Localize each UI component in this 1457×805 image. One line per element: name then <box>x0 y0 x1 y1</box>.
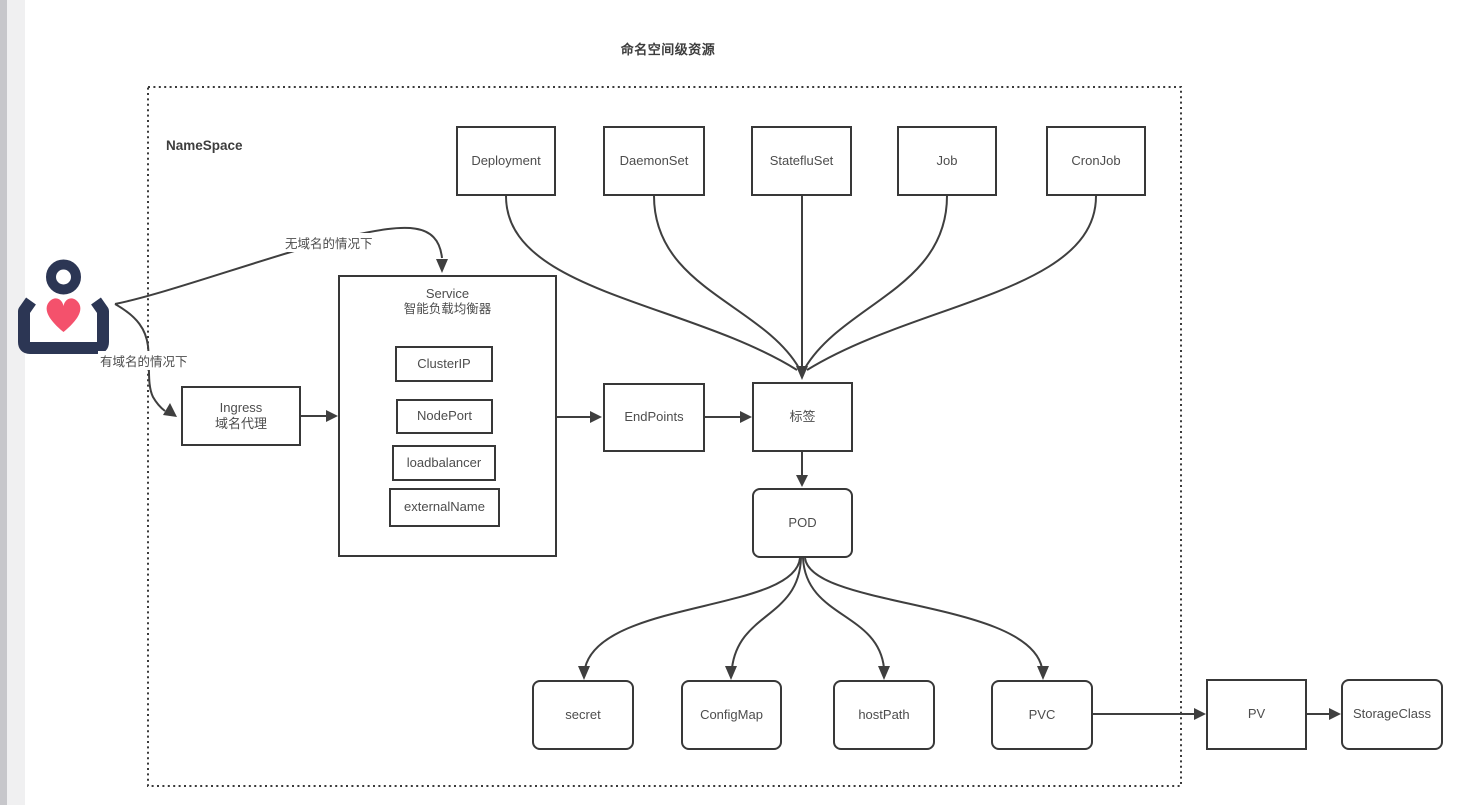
left-scrollbar[interactable] <box>0 0 7 805</box>
annotation-no-domain: 无域名的情况下 <box>283 233 375 252</box>
node-label-selector[interactable]: 标签 <box>752 382 853 452</box>
arrowhead-pv-storageclass <box>1329 708 1341 720</box>
connector-pod-pvc <box>804 557 1043 669</box>
node-ingress-subtitle: 域名代理 <box>214 416 267 431</box>
arrowhead-service-endpoints <box>590 411 602 423</box>
node-secret[interactable]: secret <box>532 680 634 750</box>
arrowhead-secret <box>578 666 590 680</box>
arrowhead-endpoints-selector <box>740 411 752 423</box>
left-panel-edge <box>7 0 25 805</box>
namespace-boundary[interactable] <box>147 86 1182 787</box>
connector-pod-secret <box>584 557 801 669</box>
node-pod[interactable]: POD <box>752 488 853 558</box>
node-externalname-label: externalName <box>404 499 485 515</box>
node-pv[interactable]: PV <box>1206 679 1307 750</box>
service-header: Service 智能负载均衡器 <box>338 286 557 317</box>
node-endpoints[interactable]: EndPoints <box>603 383 705 452</box>
connector-deployment-selector <box>505 195 798 371</box>
node-job[interactable]: Job <box>897 126 997 196</box>
node-job-label: Job <box>936 152 958 168</box>
node-deployment-label: Deployment <box>471 152 541 168</box>
namespace-label: NameSpace <box>166 138 243 153</box>
connectors <box>114 195 1330 715</box>
node-label-selector-label: 标签 <box>789 408 816 424</box>
node-storageclass-label: StorageClass <box>1352 706 1432 722</box>
user-icon <box>18 259 109 354</box>
node-secret-label: secret <box>565 706 601 722</box>
annotation-with-domain: 有域名的情况下 <box>98 351 190 370</box>
arrowhead-pvc <box>1037 666 1049 680</box>
node-cronjob[interactable]: CronJob <box>1046 126 1146 196</box>
connector-user-ingress <box>114 303 166 412</box>
diagram-title: 命名空间级资源 <box>620 42 716 57</box>
user-icon-body <box>18 297 109 354</box>
arrowhead-pvc-pv <box>1194 708 1206 720</box>
arrowheads <box>163 259 1341 720</box>
arrowhead-ingress-service <box>326 410 338 422</box>
node-daemonset[interactable]: DaemonSet <box>603 126 705 196</box>
arrowhead-selector-pod <box>796 475 808 487</box>
node-clusterip[interactable]: ClusterIP <box>395 346 493 382</box>
node-endpoints-label: EndPoints <box>624 409 684 425</box>
node-loadbalancer-label: loadbalancer <box>406 454 482 470</box>
arrowhead-hostpath <box>878 666 890 680</box>
node-pv-label: PV <box>1247 706 1266 722</box>
node-deployment[interactable]: Deployment <box>456 126 556 196</box>
connector-job-selector <box>804 195 948 369</box>
node-pod-label: POD <box>788 514 817 530</box>
arrowhead-service-top <box>436 259 448 273</box>
node-hostpath[interactable]: hostPath <box>833 680 935 750</box>
arrowhead-selector-top <box>796 366 808 380</box>
arrowhead-configmap <box>725 666 737 680</box>
node-hostpath-label: hostPath <box>858 706 910 722</box>
node-statefluset-label: StatefluSet <box>769 152 834 168</box>
node-clusterip-label: ClusterIP <box>417 355 471 371</box>
arrowhead-ingress-left <box>163 403 177 417</box>
node-ingress-title: Ingress <box>219 399 263 415</box>
connector-pod-hostpath <box>802 557 885 669</box>
user-icon-head <box>46 259 81 295</box>
service-title: Service <box>425 286 470 301</box>
node-pvc[interactable]: PVC <box>991 680 1093 750</box>
node-ingress[interactable]: Ingress 域名代理 <box>181 386 301 446</box>
connector-pod-configmap <box>731 557 802 669</box>
node-daemonset-label: DaemonSet <box>619 152 689 168</box>
node-cronjob-label: CronJob <box>1071 152 1121 168</box>
node-loadbalancer[interactable]: loadbalancer <box>392 445 496 481</box>
node-statefluset[interactable]: StatefluSet <box>751 126 852 196</box>
node-pvc-label: PVC <box>1028 706 1056 722</box>
node-configmap[interactable]: ConfigMap <box>681 680 782 750</box>
node-nodeport-label: NodePort <box>417 408 472 424</box>
node-nodeport[interactable]: NodePort <box>396 399 493 434</box>
node-storageclass[interactable]: StorageClass <box>1341 679 1443 750</box>
connector-cronjob-selector <box>806 195 1097 371</box>
user-icon-heart <box>46 298 81 332</box>
node-configmap-label: ConfigMap <box>700 706 763 722</box>
service-subtitle: 智能负载均衡器 <box>403 301 492 316</box>
node-externalname[interactable]: externalName <box>389 488 500 527</box>
connector-daemonset-selector <box>653 195 800 369</box>
